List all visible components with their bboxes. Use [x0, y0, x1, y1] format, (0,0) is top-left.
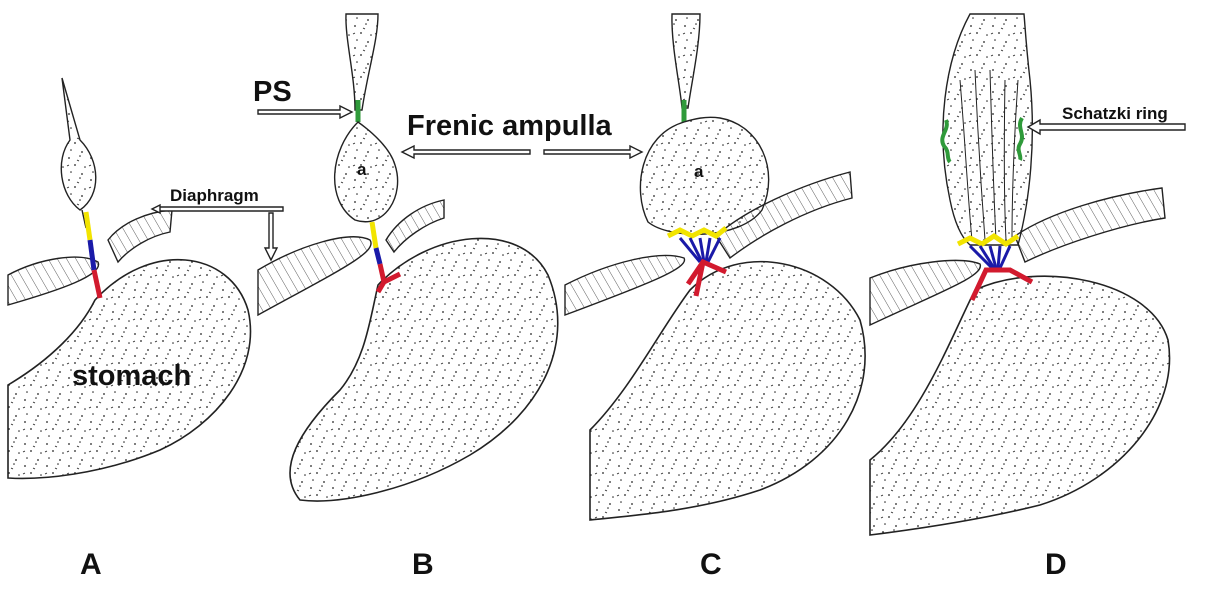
schatzki-ring-label: Schatzki ring: [1062, 104, 1168, 124]
diaphragm-label: Diaphragm: [170, 186, 259, 206]
diaphragm-c-left: [565, 256, 685, 315]
esophagus-c: [672, 14, 700, 108]
panel-label-a: A: [80, 548, 102, 582]
junction-yellow-a: [86, 212, 90, 240]
stomach-d: [870, 276, 1170, 535]
stomach-c: [590, 262, 865, 520]
panel-d: [870, 14, 1170, 535]
panel-c: [565, 14, 865, 520]
panel-a: [8, 78, 250, 478]
junction-yellow-b: [372, 222, 376, 248]
stomach-b: [290, 238, 558, 501]
esophagus-a: [61, 78, 95, 210]
panel-b: [258, 14, 558, 501]
diaphragm-a-left: [8, 257, 99, 305]
ps-label: PS: [253, 76, 292, 109]
stomach-label: stomach: [72, 360, 191, 393]
junction-red-a: [94, 270, 100, 298]
ampulla-arrow-right: [544, 146, 642, 158]
panel-label-c: C: [700, 548, 722, 582]
diaphragm-b-right: [386, 200, 444, 252]
ampulla-arrow-left: [402, 146, 530, 158]
diaphragm-d-right: [1015, 188, 1165, 262]
esophagus-b: [346, 14, 378, 110]
diaphragm-arrow-down: [265, 213, 277, 260]
diaphragm-a-right: [108, 210, 172, 262]
frenic-ampulla-label: Frenic ampulla: [407, 110, 612, 143]
junction-blue-b: [376, 248, 380, 264]
panel-label-d: D: [1045, 548, 1067, 582]
panel-label-b: B: [412, 548, 434, 582]
ampulla-b-letter: a: [357, 160, 366, 180]
ampulla-c: [640, 117, 768, 234]
ampulla-c-letter: a: [694, 162, 703, 182]
junction-blue-c: [680, 238, 720, 262]
